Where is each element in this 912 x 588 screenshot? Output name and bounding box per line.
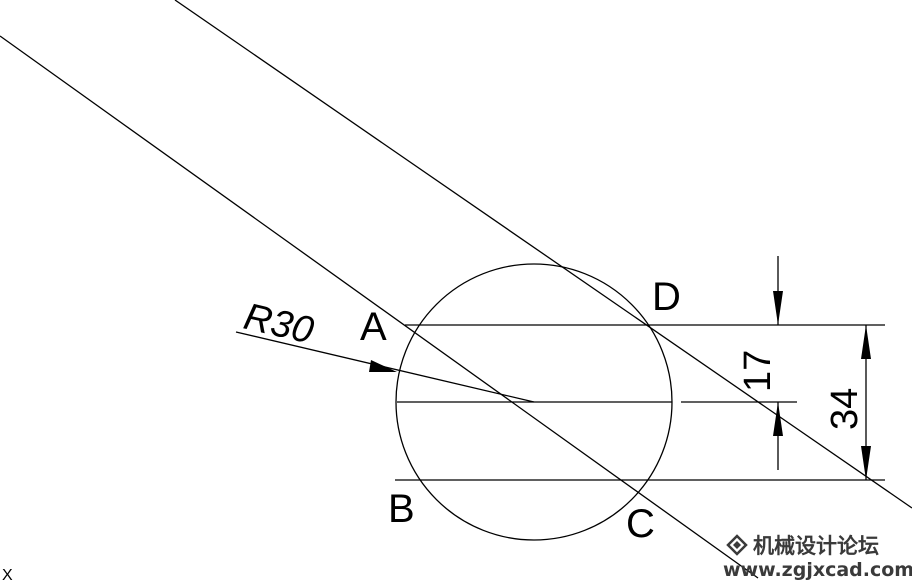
dim-17-text: 17 <box>737 350 779 392</box>
watermark: 机械设计论坛 www.zgjxcad.com <box>723 534 912 581</box>
corner-mark: X <box>2 567 13 584</box>
dim-34-text: 34 <box>824 388 866 430</box>
radius-dimension-text: R30 <box>240 296 317 353</box>
dim-34-arrow-bottom <box>861 446 871 480</box>
watermark-title: 机械设计论坛 <box>753 534 879 558</box>
watermark-url: www.zgjxcad.com <box>723 559 912 581</box>
diagonal-line-upper <box>174 0 912 509</box>
point-label-b: B <box>388 487 415 531</box>
dim-34-arrow-top <box>861 325 871 359</box>
dim-17-arrow-bottom <box>773 402 783 436</box>
point-label-d: D <box>652 275 681 319</box>
radius-arrowhead <box>369 360 397 372</box>
point-label-a: A <box>360 305 387 349</box>
point-label-c: C <box>626 502 655 546</box>
dim-17-arrow-top <box>773 291 783 325</box>
watermark-logo-icon <box>726 534 748 556</box>
diagonal-line-lower <box>0 35 759 579</box>
